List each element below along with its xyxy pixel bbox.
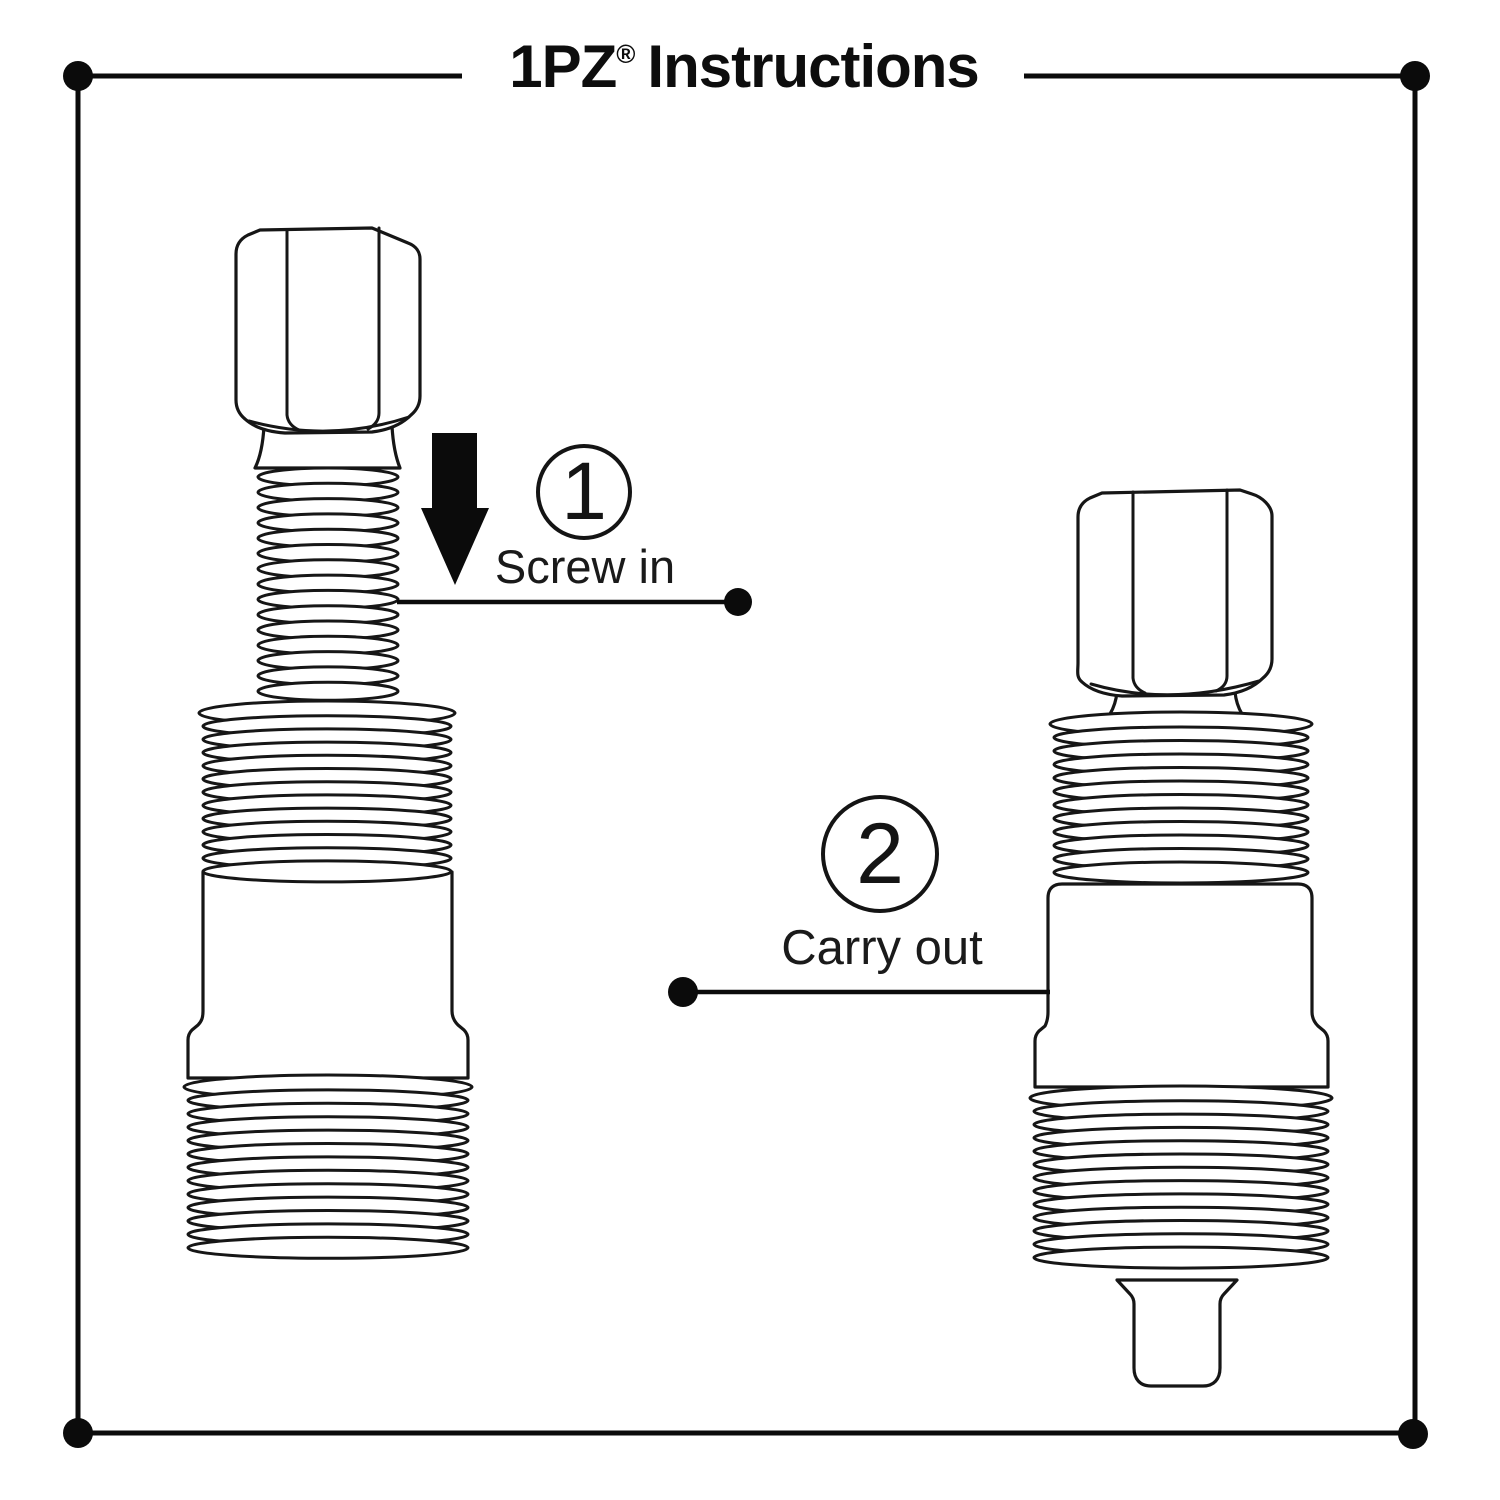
step-1-label: Screw in — [494, 540, 676, 593]
thread-coil — [186, 1235, 470, 1260]
step-2-number: 2 — [856, 805, 904, 902]
thread-coil — [1032, 1245, 1330, 1270]
center-pin — [1115, 1278, 1239, 1388]
thin-threaded-rod — [256, 466, 400, 702]
frame-line — [75, 73, 1418, 1436]
hex-head — [1076, 488, 1274, 698]
step-2-leader-dot — [668, 977, 698, 1007]
hex-bottom-curve — [1089, 679, 1261, 697]
hex-head — [234, 226, 422, 435]
lower-thread-section — [182, 1073, 474, 1260]
corner-dot-top-left — [63, 61, 93, 91]
down-arrow-icon — [421, 433, 489, 585]
title-text: Instructions — [647, 33, 979, 100]
corner-dot-top-right — [1400, 61, 1430, 91]
step-1-annotation — [397, 433, 752, 616]
thread-coil — [256, 680, 400, 702]
corner-dot-bottom-right — [1398, 1419, 1428, 1449]
hex-bottom-curve — [247, 415, 411, 433]
tool-body — [186, 870, 470, 1080]
border-frame — [63, 61, 1430, 1449]
step-1-number: 1 — [561, 446, 607, 537]
step-2-badge: 2 — [821, 795, 939, 913]
step-1-leader-dot — [724, 588, 752, 616]
puller-tool-before-illustration — [182, 226, 474, 1260]
tool-neck — [253, 424, 402, 470]
registered-trademark-symbol: ® — [616, 39, 636, 69]
hex-facet-line — [1131, 490, 1147, 695]
step-2-label: Carry out — [781, 921, 983, 975]
page-title: 1PZ® Instructions — [491, 34, 997, 100]
brand-name: 1PZ — [509, 33, 617, 100]
thread-coil — [1052, 860, 1310, 885]
tool-body — [1033, 882, 1330, 1089]
step-2-annotation — [668, 977, 1050, 1007]
step-1-badge: 1 — [536, 444, 632, 540]
upper-thread-section — [197, 699, 457, 884]
thread-coil — [201, 859, 453, 884]
upper-thread-section — [1048, 710, 1314, 885]
corner-dot-bottom-left — [63, 1418, 93, 1448]
lower-thread-section — [1028, 1084, 1334, 1270]
puller-tool-after-illustration — [1028, 488, 1334, 1388]
